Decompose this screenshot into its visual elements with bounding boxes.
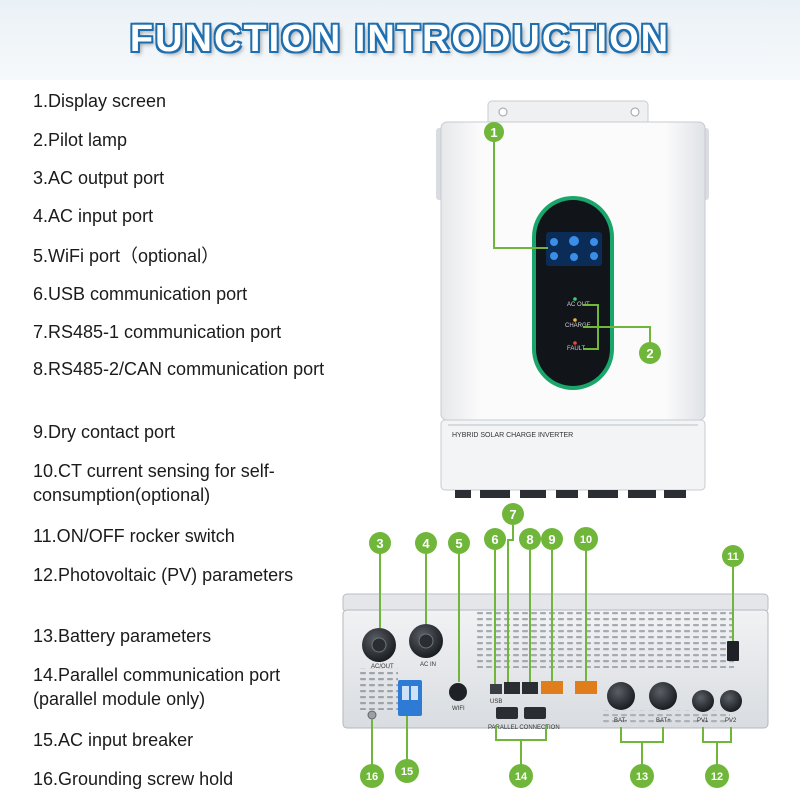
- callout-16: 16: [360, 764, 384, 788]
- display-capsule: [536, 200, 610, 386]
- page-title: FUNCTION INTRODUCTION: [129, 18, 671, 60]
- svg-text:9: 9: [548, 532, 555, 547]
- list-item: 9.Dry contact port: [33, 422, 176, 442]
- list-item: 14.Parallel communication port (parallel…: [33, 665, 281, 709]
- ct-port: [575, 681, 597, 694]
- callouts: 1 2 3 4 5 6 7 8 9 10 11 12 13 14 15 16: [360, 122, 744, 788]
- leader-lines-bottom: [371, 525, 734, 765]
- pv2-terminal: [720, 690, 742, 712]
- inverter-front: HYBRID SOLAR CHARGE INVERTER AC OUT CHAR…: [436, 100, 709, 498]
- svg-text:7: 7: [509, 507, 516, 522]
- list-item: 10.CT current sensing for self-consumpti…: [33, 461, 275, 505]
- port-ac-out-label: AC/OUT: [371, 664, 394, 670]
- on-off-rocker-switch: [727, 641, 739, 661]
- list-item: 4.AC input port: [33, 206, 154, 226]
- inverter-rear-panel: AC/OUT AC IN WIFI USB PARALLEL CONNECTIO…: [342, 593, 769, 731]
- port-ac-in-label: AC IN: [420, 662, 436, 668]
- display-screen: [546, 232, 602, 266]
- usb-port: [490, 684, 502, 694]
- bottom-connectors: [455, 490, 686, 498]
- battery-positive-terminal: [649, 682, 677, 710]
- rs485-2-port: [522, 682, 538, 694]
- callout-12: 12: [705, 764, 729, 788]
- svg-text:3: 3: [376, 536, 383, 551]
- dry-contact-port: [541, 681, 563, 694]
- leader-lines-top: [493, 140, 651, 350]
- list-item: 13.Battery parameters: [33, 626, 212, 646]
- parallel-port-1: [496, 707, 518, 719]
- svg-text:10: 10: [580, 534, 592, 546]
- callout-14: 14: [509, 764, 533, 788]
- list-item: 16.Grounding screw hold: [33, 769, 234, 789]
- list-item: 6.USB communication port: [33, 284, 248, 304]
- indicator-fault: FAULT: [567, 346, 586, 352]
- bat-neg-label: BAT-: [614, 718, 627, 724]
- callout-13: 13: [630, 764, 654, 788]
- grounding-screw: [367, 710, 377, 720]
- device-label: HYBRID SOLAR CHARGE INVERTER: [452, 432, 573, 439]
- port-usb-label: USB: [490, 699, 502, 705]
- ac-input-breaker: [398, 680, 422, 716]
- list-item: 8.RS485-2/CAN communication port: [33, 359, 325, 379]
- callout-2: 2: [639, 342, 661, 364]
- callout-7: 7: [502, 503, 524, 525]
- callout-10: 10: [574, 527, 598, 551]
- pv1-label: PV1: [697, 718, 709, 724]
- list-item: 3.AC output port: [33, 168, 165, 188]
- indicator-charge: CHARGE: [565, 323, 591, 329]
- callout-3: 3: [369, 532, 391, 554]
- pv2-label: PV2: [725, 718, 737, 724]
- svg-text:15: 15: [401, 766, 413, 778]
- list-item: 7.RS485-1 communication port: [33, 322, 282, 342]
- rs485-1-port: [504, 682, 520, 694]
- callout-1: 1: [484, 122, 504, 142]
- svg-text:6: 6: [491, 532, 498, 547]
- parallel-port-2: [524, 707, 546, 719]
- parallel-label: PARALLEL CONNECTION: [488, 725, 560, 731]
- title-banner: FUNCTION INTRODUCTION: [0, 0, 800, 80]
- battery-negative-terminal: [607, 682, 635, 710]
- list-item: 11.ON/OFF rocker switch: [33, 526, 235, 546]
- callout-15: 15: [395, 759, 419, 783]
- svg-text:16: 16: [366, 771, 378, 783]
- svg-text:11: 11: [727, 551, 739, 563]
- svg-text:13: 13: [636, 771, 648, 783]
- callout-9: 9: [541, 528, 563, 550]
- svg-text:4: 4: [422, 536, 430, 551]
- svg-text:14: 14: [515, 771, 528, 783]
- svg-text:12: 12: [711, 771, 723, 783]
- callout-8: 8: [519, 528, 541, 550]
- bat-pos-label: BAT+: [656, 718, 671, 724]
- list-item: 15.AC input breaker: [33, 730, 194, 750]
- svg-text:1: 1: [490, 125, 497, 140]
- wifi-port: [449, 683, 467, 701]
- svg-text:2: 2: [646, 346, 653, 361]
- list-item: 1.Display screen: [33, 91, 167, 111]
- callout-5: 5: [448, 532, 470, 554]
- list-item: 2.Pilot lamp: [33, 130, 128, 150]
- port-wifi-label: WIFI: [452, 706, 465, 712]
- list-item: 12.Photovoltaic (PV) parameters: [33, 565, 294, 585]
- callout-6: 6: [484, 528, 506, 550]
- list-item: 5.WiFi port（optional）: [33, 246, 220, 266]
- callout-4: 4: [415, 532, 437, 554]
- svg-text:8: 8: [526, 532, 533, 547]
- svg-text:5: 5: [455, 536, 462, 551]
- callout-11: 11: [722, 545, 744, 567]
- indicator-ac-out: AC OUT: [567, 302, 590, 308]
- pv1-terminal: [692, 690, 714, 712]
